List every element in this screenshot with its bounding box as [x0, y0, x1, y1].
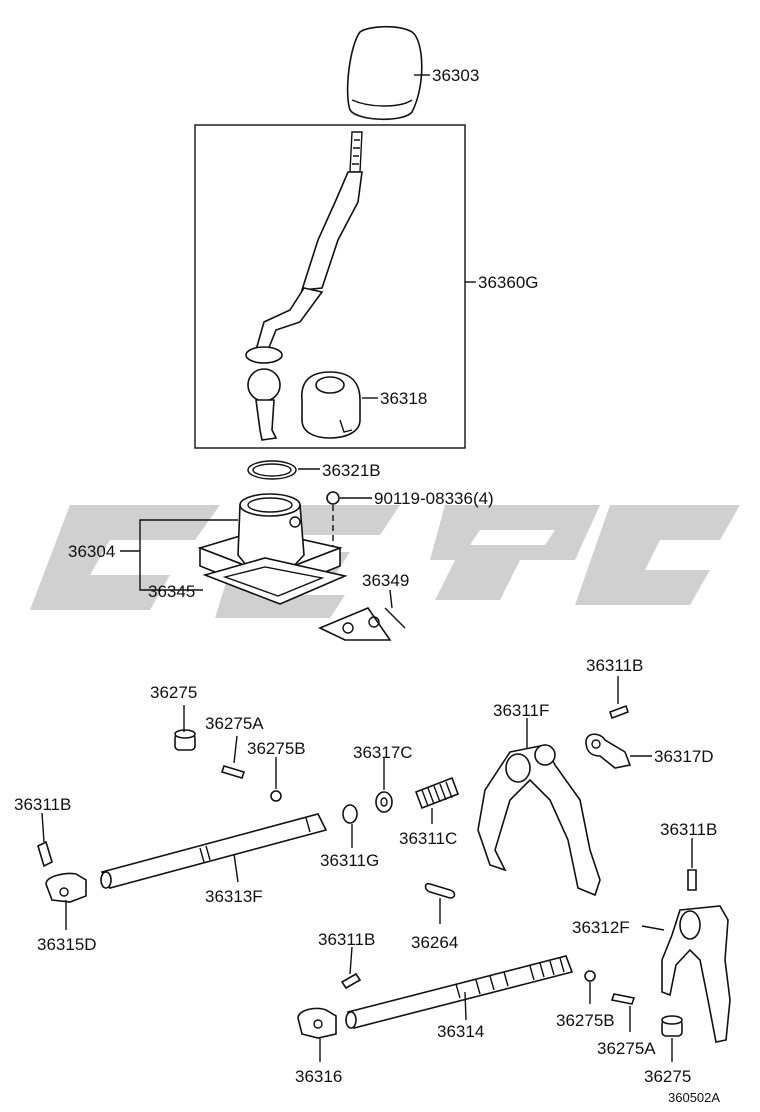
shift-fork-lower — [661, 905, 731, 1043]
callout-36360G: 36360G — [478, 273, 539, 292]
snap-ring — [247, 460, 297, 480]
bolt-icon — [326, 491, 340, 505]
callout-36311B-lower: 36311B — [318, 930, 375, 949]
callout-36313F: 36313F — [205, 887, 263, 906]
washer — [375, 791, 393, 813]
callout-36311C: 36311C — [399, 829, 457, 848]
lever-assembly-frame — [194, 124, 466, 449]
callout-36304: 36304 — [68, 542, 115, 561]
shift-boot — [301, 371, 361, 439]
gasket — [202, 557, 348, 605]
callout-36275-upper: 36275 — [150, 683, 197, 702]
ring-small — [342, 804, 358, 824]
callout-36314: 36314 — [437, 1022, 484, 1041]
callout-90119-08336: 90119-08336(4) — [374, 489, 494, 508]
callout-36311B-upper-right: 36311B — [586, 656, 643, 675]
callout-36275B-lower: 36275B — [556, 1011, 615, 1030]
pin-lower — [340, 972, 362, 990]
interlock-pin — [424, 882, 456, 899]
callout-36311B-right: 36311B — [660, 820, 717, 839]
watermark-logo — [30, 505, 740, 618]
shift-rod-upper — [100, 813, 328, 889]
ball-upper — [270, 790, 282, 802]
shift-fork-upper — [477, 744, 601, 897]
callout-36312F: 36312F — [572, 918, 630, 937]
drawing-number: 360502A — [668, 1090, 720, 1105]
shift-knob — [346, 25, 423, 121]
callout-36315D: 36315D — [37, 935, 97, 954]
shift-head-lower — [297, 1007, 337, 1039]
callout-36311F: 36311F — [493, 701, 549, 720]
pin-upper-right — [608, 704, 630, 720]
pin-left — [37, 840, 53, 868]
callout-36311B-left: 36311B — [14, 795, 71, 814]
pin-right — [687, 869, 697, 891]
compression-spring — [414, 776, 460, 810]
lock-spring — [318, 607, 406, 641]
callout-36275-lower: 36275 — [644, 1067, 691, 1086]
callout-36264: 36264 — [411, 933, 458, 952]
callout-36349: 36349 — [362, 571, 409, 590]
shift-lever — [245, 131, 363, 441]
callout-36317C: 36317C — [353, 743, 413, 762]
ball-lower — [584, 970, 596, 982]
spring-lower — [610, 993, 636, 1005]
shift-head-left — [45, 872, 87, 903]
spring-upper — [220, 765, 246, 779]
callout-36345: 36345 — [148, 582, 195, 601]
callout-36316: 36316 — [295, 1067, 342, 1086]
callout-36321B: 36321B — [322, 461, 381, 480]
callout-36317D: 36317D — [654, 747, 714, 766]
lever-retainer — [197, 493, 343, 595]
callout-36275A-lower: 36275A — [597, 1039, 656, 1058]
callout-36275A-upper: 36275A — [205, 714, 264, 733]
shift-inner-lever — [585, 733, 632, 769]
plug-upper — [174, 729, 196, 751]
callout-36303: 36303 — [432, 66, 479, 85]
callout-36311G: 36311G — [320, 851, 379, 870]
plug-lower — [661, 1015, 683, 1037]
callout-36275B-upper: 36275B — [247, 739, 306, 758]
callout-36318: 36318 — [380, 389, 427, 408]
shift-rod-lower — [345, 955, 574, 1029]
